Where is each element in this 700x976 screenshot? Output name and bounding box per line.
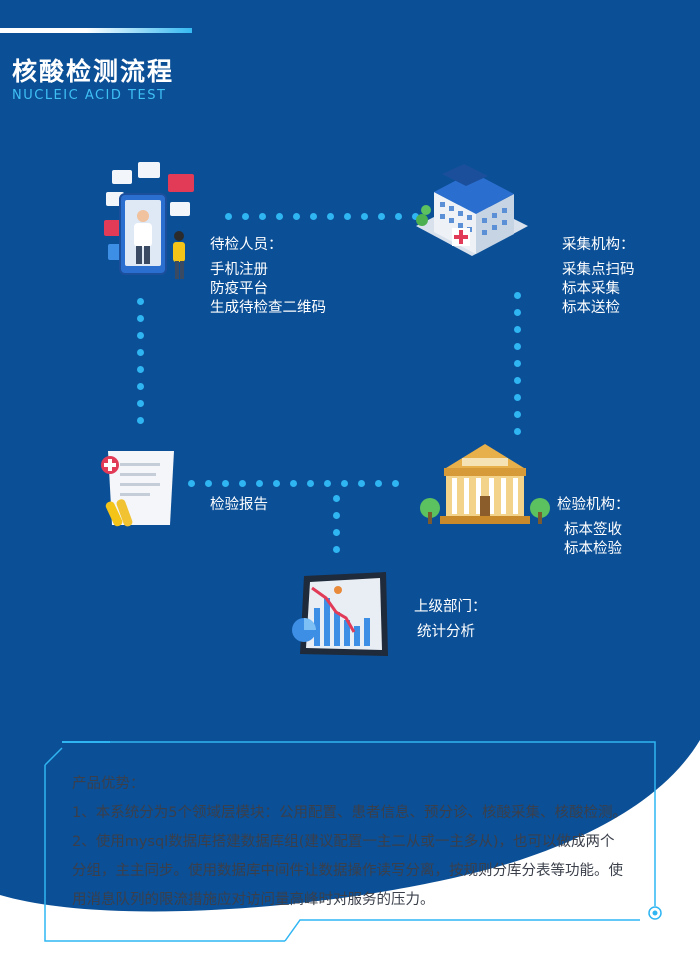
advantages-line: 1、本系统分为5个领域层模块：公用配置、患者信息、预分诊、核酸采集、核酸检测。 [72, 805, 627, 821]
collection-heading: 采集机构： [562, 237, 635, 253]
statistics-tablet-icon [292, 572, 388, 656]
collection-item: 标本采集 [562, 281, 620, 297]
superior-item: 统计分析 [417, 624, 475, 640]
connector-to-superior [333, 495, 340, 553]
connector-collection-to-testing [514, 292, 521, 435]
testing-item: 标本签收 [564, 522, 622, 538]
advantages-line: 用消息队列的限流措施应对访问量高峰时对服务的压力。 [72, 892, 435, 908]
hospital-building-icon [416, 164, 528, 256]
personnel-item: 防疫平台 [210, 281, 268, 297]
advantages-panel: 产品优势： 1、本系统分为5个领域层模块：公用配置、患者信息、预分诊、核酸采集、… [72, 770, 652, 915]
superior-label: 上级部门： 统计分析 [414, 598, 487, 642]
page-title: 核酸检测流程 [12, 57, 175, 86]
personnel-item: 生成待检查二维码 [210, 300, 326, 316]
testing-label: 检验机构： 标本签收 标本检验 [557, 496, 630, 559]
page-subtitle: NUCLEIC ACID TEST [12, 88, 167, 103]
connector-personnel-to-collection [225, 213, 419, 220]
personnel-heading: 待检人员： [210, 237, 283, 253]
mobile-registration-icon [104, 162, 194, 279]
advantages-heading: 产品优势： [72, 776, 145, 792]
personnel-label: 待检人员： 手机注册 防疫平台 生成待检查二维码 [210, 236, 326, 318]
connector-testing-to-report [188, 480, 399, 487]
superior-heading: 上级部门： [414, 599, 487, 615]
testing-item: 标本检验 [564, 541, 622, 557]
test-report-icon [101, 451, 174, 527]
header-accent-bar [0, 28, 192, 33]
report-heading: 检验报告 [210, 497, 268, 513]
connector-personnel-to-report [137, 298, 144, 424]
collection-label: 采集机构： 采集点扫码 标本采集 标本送检 [562, 236, 635, 318]
collection-item: 标本送检 [562, 300, 620, 316]
advantages-line: 2、使用mysql数据库搭建数据库组(建议配置一主二从或一主多从)，也可以做成两… [72, 834, 615, 850]
collection-item: 采集点扫码 [562, 262, 635, 278]
report-label: 检验报告 [210, 496, 268, 515]
advantages-line: 分组，主主同步。使用数据库中间件让数据操作读写分离，按规则分库分表等功能。使 [72, 863, 623, 879]
testing-heading: 检验机构： [557, 497, 630, 513]
testing-institution-icon [420, 444, 550, 524]
personnel-item: 手机注册 [210, 262, 268, 278]
